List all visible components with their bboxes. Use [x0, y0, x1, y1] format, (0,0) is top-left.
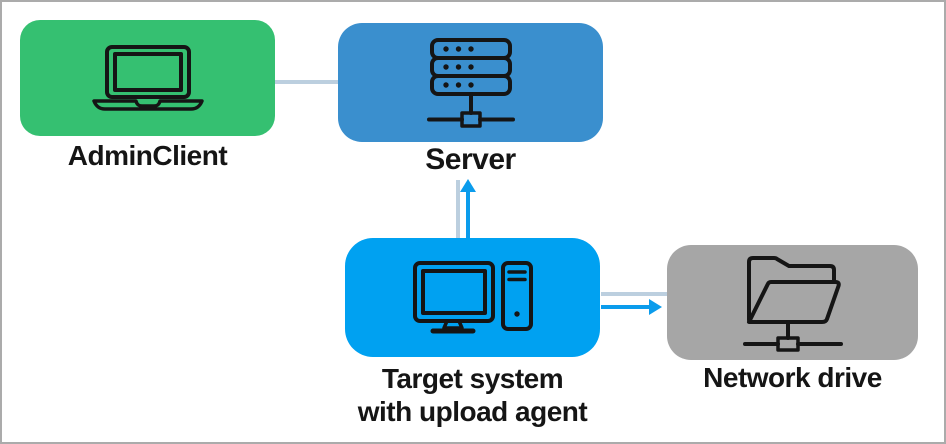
diagram-node-network-drive: [667, 245, 918, 360]
target-system-label-line1: Target system: [381, 363, 564, 394]
server-rack-icon: [426, 37, 515, 128]
diagram-node-target-system: [345, 238, 600, 357]
network-drive-label: Network drive: [703, 362, 882, 393]
admin-client-label: AdminClient: [67, 140, 228, 171]
server-label: Server: [425, 143, 516, 176]
arrow-target-to-server: [466, 191, 470, 238]
diagram-node-admin-client: [20, 20, 275, 136]
laptop-icon: [91, 45, 204, 111]
connector-target-drive-light-line: [601, 292, 667, 296]
connector-adminclient-server: [275, 80, 338, 84]
target-system-label-line2: with upload agent: [357, 396, 588, 427]
network-folder-icon: [742, 255, 843, 352]
diagram-node-server: [338, 23, 603, 142]
connector-target-server-light-line: [456, 180, 460, 238]
arrow-target-to-drive: [601, 305, 650, 309]
arrow-up-head-icon: [460, 179, 476, 192]
target-system-label: Target system with upload agent: [325, 362, 620, 428]
desktop-computer-icon: [412, 260, 533, 333]
arrow-right-head-icon: [649, 299, 662, 315]
